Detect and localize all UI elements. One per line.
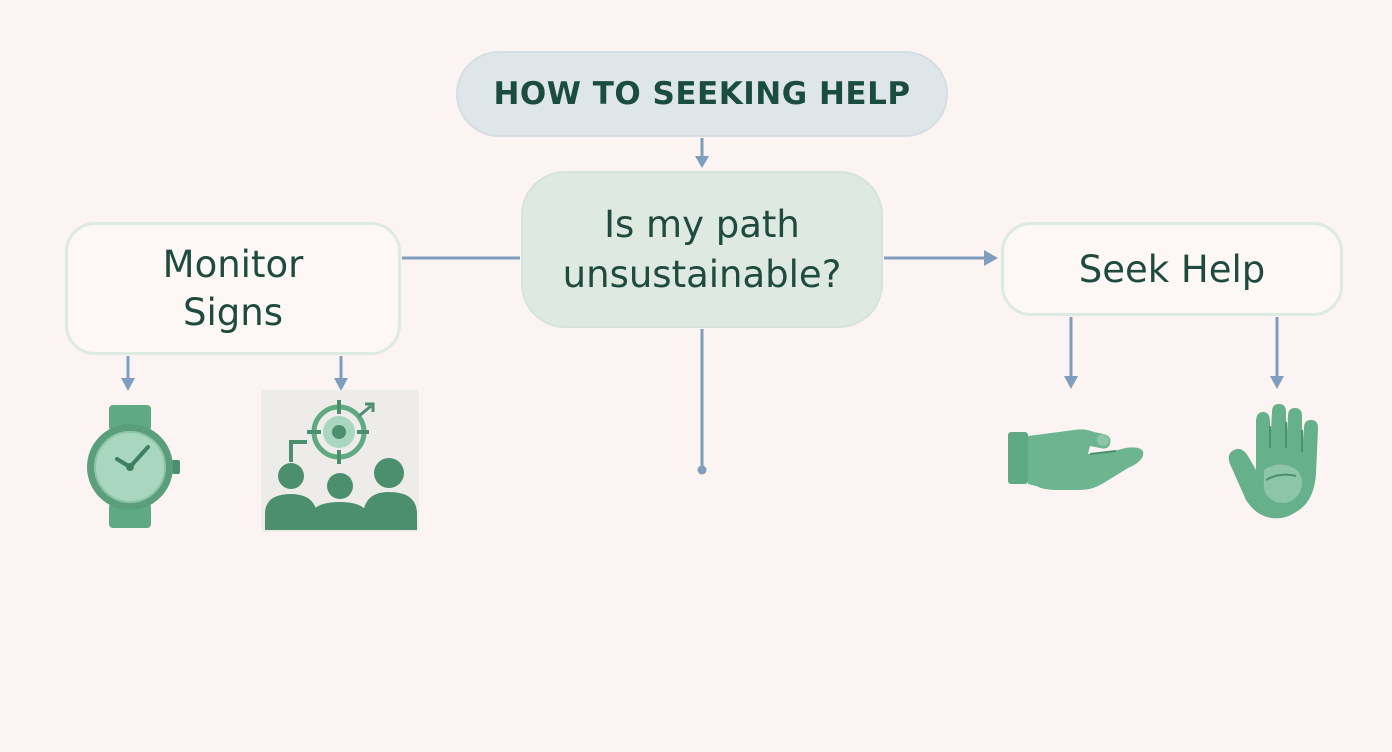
diagram-title-text: HOW TO SEEKING HELP: [493, 76, 911, 112]
team-target-icon: [261, 390, 419, 532]
arrowhead-seek-right: [1270, 376, 1284, 389]
question-line-2: unsustainable?: [562, 252, 842, 296]
arrowhead-monitor-right: [334, 378, 348, 391]
monitor-signs-node: Monitor Signs: [65, 222, 401, 355]
question-line-1: Is my path: [604, 202, 800, 246]
raised-hand-icon: [1226, 402, 1320, 520]
wristwatch-icon: [84, 403, 182, 531]
arrowhead-seek-left: [1064, 376, 1078, 389]
connector-end-dot: [697, 465, 707, 475]
diagram-title: HOW TO SEEKING HELP: [456, 51, 948, 137]
question-node: Is my path unsustainable?: [521, 171, 883, 328]
monitor-line-2: Signs: [183, 290, 283, 334]
arrowhead-monitor-left: [121, 378, 135, 391]
monitor-line-1: Monitor: [162, 242, 304, 286]
arrowhead-question-to-seek: [984, 250, 998, 266]
seek-help-label: Seek Help: [1078, 247, 1266, 291]
arrowhead-title-to-question: [695, 156, 709, 168]
seek-help-node: Seek Help: [1001, 222, 1343, 316]
offering-hand-icon: [1006, 424, 1148, 494]
